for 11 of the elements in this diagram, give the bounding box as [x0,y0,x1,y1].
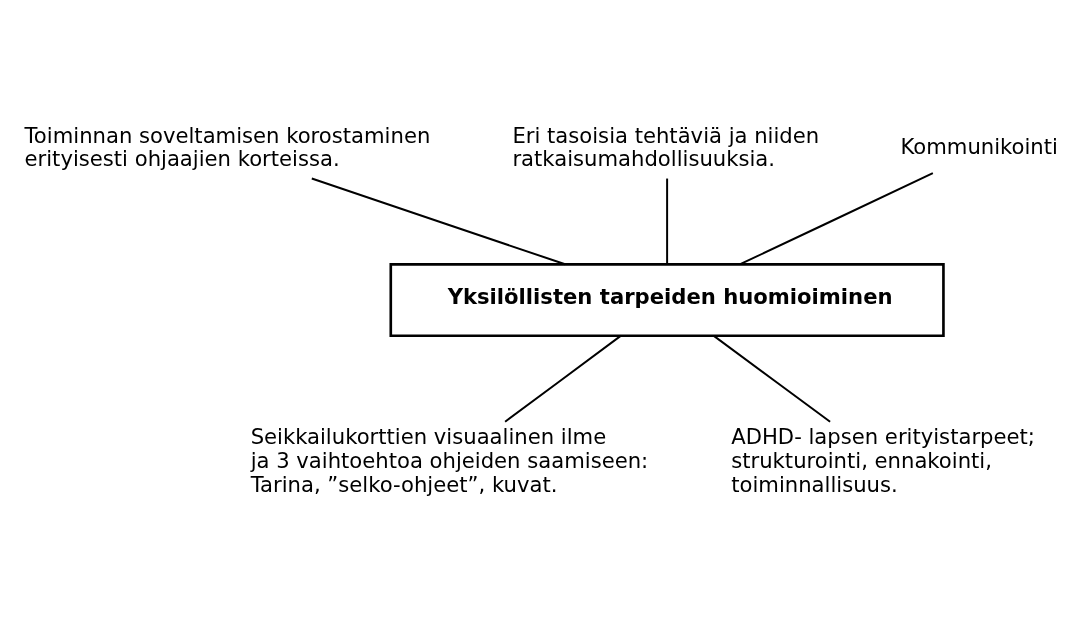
node-text: Kommunikointi [900,133,1058,159]
node-text: ADHD- lapsen erityistarpeet; strukturointi, ennakointi, toiminnallisuus. [731,423,1035,497]
connector [666,177,669,265]
node-text: Toiminnan soveltamisen korostaminen erityisesti ohjaajien korteissa. [24,122,431,171]
node-box: Yksilöllisten tarpeiden huomioiminen [389,262,945,337]
connector [713,334,832,423]
node-text: Seikkailukorttien visuaalinen ilme ja 3 vaihtoehtoa ohjeiden saamiseen: Tarina, ”selko-ohjeet”, kuvat. [250,423,649,497]
connector [504,334,622,423]
connector [310,177,567,265]
node-text: Eri tasoisia tehtäviä ja niiden ratkaisumahdollisuuksia. [512,122,820,171]
connector [739,171,934,265]
